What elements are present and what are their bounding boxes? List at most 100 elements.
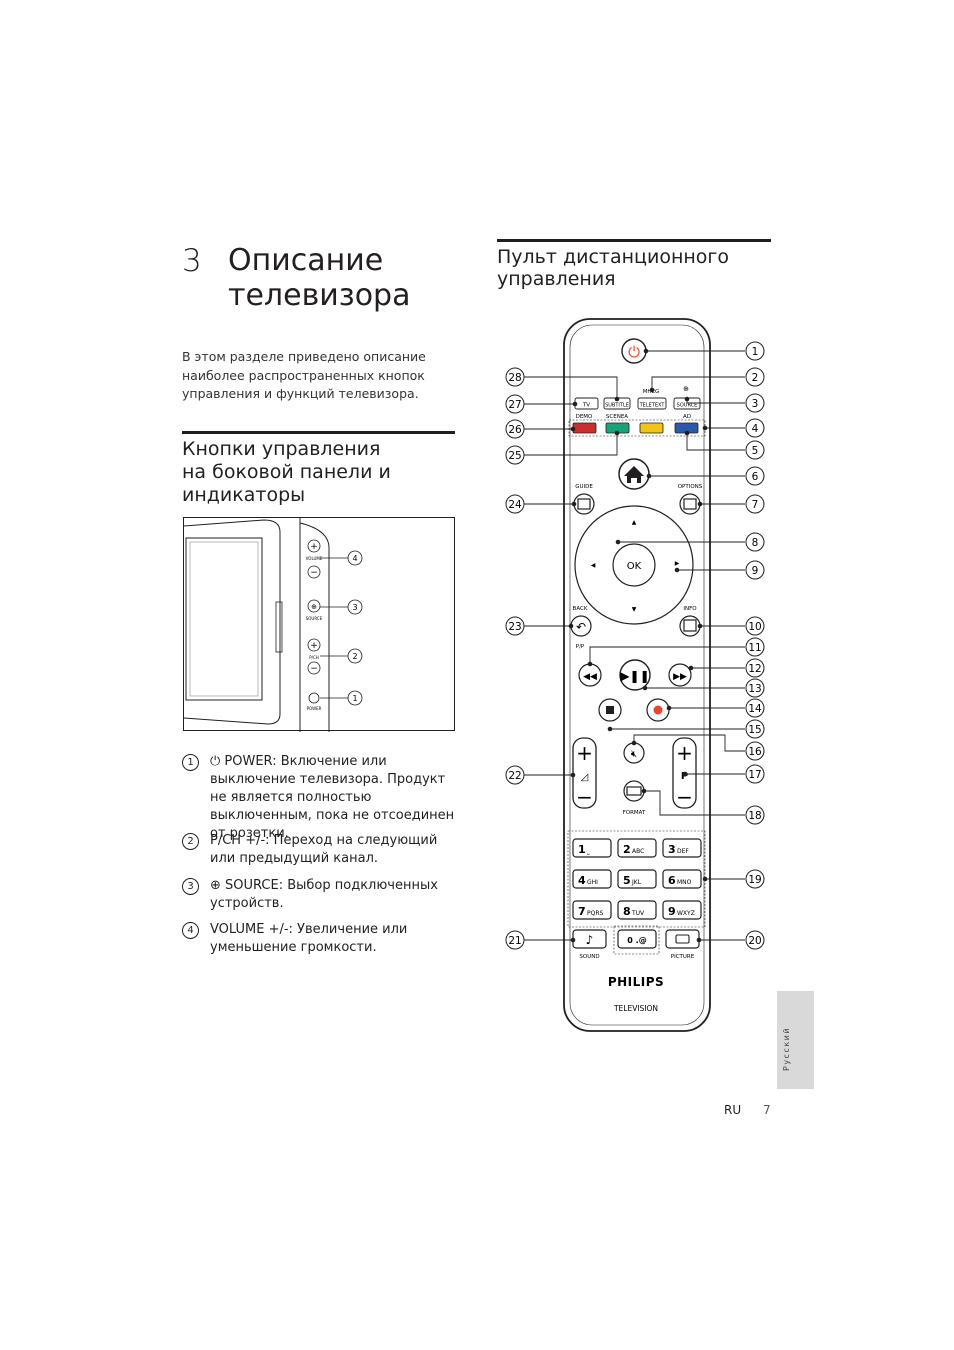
- key-letters: JKL: [631, 879, 642, 886]
- key-letters: ⎵: [587, 848, 590, 855]
- key-digit: 5: [623, 874, 631, 887]
- remote-title-line2: управления: [497, 268, 616, 290]
- key-digit: 4: [578, 874, 586, 887]
- language-tab: Русский: [777, 991, 814, 1089]
- red-button: [572, 422, 597, 434]
- right-callout-lines: [589, 350, 745, 941]
- footer-language: RU: [724, 1103, 742, 1117]
- chapter-title-line2: телевизора: [228, 278, 411, 313]
- callout-number: 17: [748, 769, 761, 781]
- back-label: BACK: [573, 606, 588, 612]
- svg-text:⊕: ⊕: [311, 603, 317, 611]
- info-label: INFO: [683, 606, 697, 612]
- key-letters: PQRS: [587, 910, 604, 917]
- side-title-line3: индикаторы: [182, 484, 306, 506]
- key-letters: TUV: [631, 910, 645, 917]
- callout-number: 14: [748, 703, 762, 715]
- panel-pch-label: P/CH: [309, 655, 319, 660]
- sound-label: SOUND: [579, 954, 599, 960]
- rewind-icon: ◀◀: [583, 672, 597, 682]
- remote-title-line1: Пульт дистанционного: [497, 246, 730, 268]
- callout-number: 2: [752, 372, 759, 384]
- chapter-title: Описание телевизора: [228, 243, 478, 313]
- key-digit: 9: [668, 905, 676, 918]
- section-rule-left: [182, 431, 455, 434]
- item-number: 2: [182, 833, 199, 850]
- callout-number: 1: [752, 346, 759, 358]
- list-item: 1 ⏻ POWER: Включение или выключение теле…: [182, 753, 457, 843]
- remote-illustration: ⏻ MHEG ⊕ TV SUBTITLE TELETEXT SOURCE DEM…: [500, 315, 775, 1044]
- panel-callout-3: 3: [352, 603, 357, 612]
- tv-button-label: TV: [582, 403, 590, 409]
- svg-text:+: +: [310, 641, 318, 651]
- play-pause-icon: ▶❚❚: [620, 669, 649, 683]
- item-number: 4: [182, 922, 199, 939]
- panel-callout-4: 4: [352, 554, 357, 563]
- svg-text:−: −: [676, 785, 693, 809]
- back-icon: ↶: [576, 620, 586, 634]
- fast-forward-icon: ▶▶: [673, 672, 687, 682]
- ok-label: OK: [627, 561, 642, 572]
- home-icon: [624, 466, 644, 483]
- callout-number: 8: [752, 537, 759, 549]
- language-tab-label: Русский: [782, 1026, 791, 1071]
- left-callout-lines: [524, 376, 618, 941]
- panel-callout-2: 2: [352, 652, 357, 661]
- list-item: 4 VOLUME +/-: Увеличение или уменьшение …: [182, 921, 457, 957]
- key-digit: 6: [668, 874, 676, 887]
- callout-number: 13: [748, 683, 761, 695]
- item-text: P/CH +/-: Переход на следующий или преды…: [210, 833, 438, 866]
- right-arrow-icon: ▶: [675, 560, 680, 567]
- subtitle-button-label: SUBTITLE: [605, 403, 629, 409]
- item-text: VOLUME +/-: Увеличение или уменьшение гр…: [210, 922, 408, 955]
- side-section-title: Кнопки управления на боковой панели и ин…: [182, 438, 412, 507]
- format-icon: [626, 786, 642, 796]
- format-label: FORMAT: [623, 810, 646, 816]
- picture-label: PICTURE: [671, 954, 695, 960]
- left-arrow-icon: ◀: [591, 562, 596, 569]
- info-icon: [683, 619, 697, 632]
- svg-text:+: +: [310, 542, 318, 552]
- callout-number: 3: [752, 398, 759, 410]
- scenea-label: SCENEA: [606, 414, 628, 420]
- chapter-title-line1: Описание: [228, 243, 384, 278]
- callout-number: 25: [508, 450, 521, 462]
- item-number: 1: [182, 754, 199, 771]
- key-digit: 2: [623, 843, 631, 856]
- callout-number: 10: [748, 621, 761, 633]
- keypad: 1 ⎵ 2 ABC 3 DEF 4 GHI 5 JKL 6 MNO 7 PQRS…: [572, 838, 702, 920]
- callout-number: 5: [752, 445, 759, 457]
- options-icon: [683, 498, 697, 510]
- callout-number: 6: [752, 471, 759, 483]
- teletext-button-label: TELETEXT: [639, 403, 666, 409]
- callout-number: 27: [508, 399, 521, 411]
- television-label: TELEVISION: [613, 1004, 658, 1013]
- power-glyph: ⏻: [628, 343, 640, 361]
- sound-icon: ♪: [586, 933, 594, 947]
- key-digit: 3: [668, 843, 676, 856]
- picture-icon: [675, 934, 690, 944]
- source-button-label: SOURCE: [677, 403, 698, 409]
- yellow-button: [639, 422, 664, 434]
- callout-number: 28: [508, 372, 521, 384]
- intro-paragraph: В этом разделе приведено описание наибол…: [182, 349, 426, 401]
- panel-callout-1: 1: [352, 694, 357, 703]
- callout-number: 9: [752, 565, 759, 577]
- key-digit: 7: [578, 905, 586, 918]
- callout-number: 15: [748, 724, 761, 736]
- mute-icon: 🔇︎: [631, 749, 637, 760]
- svg-text:+: +: [576, 741, 593, 765]
- remote-drawing: ⏻ MHEG ⊕ TV SUBTITLE TELETEXT SOURCE DEM…: [505, 318, 765, 1032]
- callout-number: 26: [508, 424, 522, 436]
- key-digit: 1: [578, 843, 586, 856]
- program-label: P: [681, 771, 688, 782]
- callout-number: 16: [748, 746, 762, 758]
- key-letters: DEF: [677, 848, 689, 855]
- demo-label: DEMO: [576, 414, 593, 420]
- key-digit: 8: [623, 905, 631, 918]
- section-rule-right: [497, 239, 771, 242]
- chapter-number: 3: [182, 243, 202, 279]
- panel-source-label: SOURCE: [306, 616, 323, 621]
- guide-label: GUIDE: [575, 484, 593, 490]
- callout-number: 24: [508, 499, 522, 511]
